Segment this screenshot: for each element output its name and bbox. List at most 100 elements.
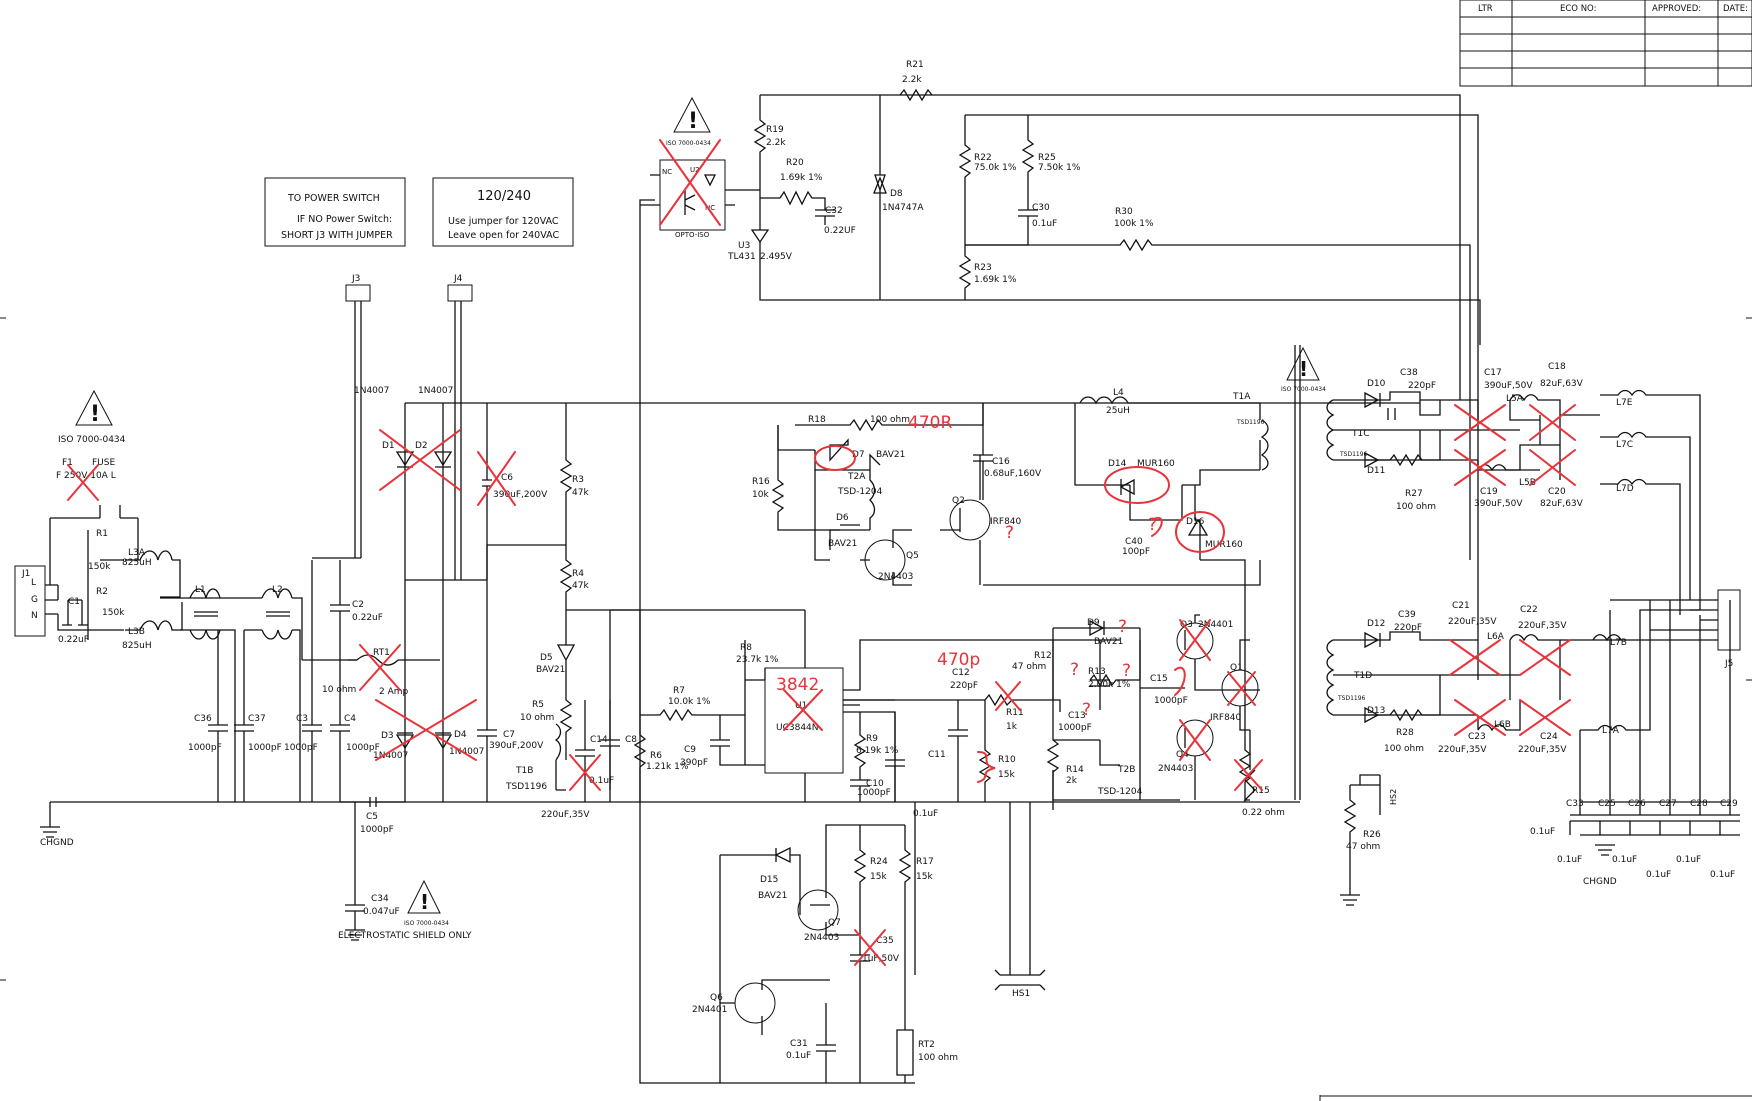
svg-text:390uF,50V: 390uF,50V [1474, 499, 1523, 509]
svg-text:R25: R25 [1038, 153, 1056, 163]
svg-text:J1: J1 [21, 569, 30, 579]
svg-text:?: ? [1070, 660, 1079, 680]
svg-text:L4: L4 [1113, 388, 1124, 398]
svg-text:C17: C17 [1484, 368, 1502, 378]
component-labels: J1 L G N CHGND F1 FUSE F 250V 10A L C1 0… [21, 60, 1738, 1063]
svg-text:C15: C15 [1150, 674, 1168, 684]
svg-text:150k: 150k [88, 562, 111, 572]
svg-text:D11: D11 [1367, 466, 1385, 476]
svg-text:D8: D8 [890, 189, 903, 199]
svg-text:R20: R20 [786, 158, 804, 168]
svg-text:BAV21: BAV21 [536, 665, 565, 675]
svg-text:BAV21: BAV21 [876, 450, 905, 460]
svg-text:C18: C18 [1548, 362, 1566, 372]
svg-text:1000pF: 1000pF [360, 825, 394, 835]
svg-text:D3: D3 [381, 731, 394, 741]
svg-text:L: L [31, 578, 36, 588]
svg-text:MUR160: MUR160 [1205, 540, 1243, 550]
svg-text:C25: C25 [1598, 799, 1616, 809]
svg-text:C24: C24 [1540, 732, 1558, 742]
svg-text:R19: R19 [766, 125, 784, 135]
svg-text:R30: R30 [1115, 207, 1133, 217]
svg-text:U3: U3 [738, 241, 750, 251]
svg-text:SHORT J3 WITH JUMPER: SHORT J3 WITH JUMPER [281, 230, 393, 241]
svg-text:D1: D1 [382, 441, 395, 451]
svg-text:C30: C30 [1032, 203, 1050, 213]
svg-text:IRF840: IRF840 [1210, 713, 1242, 723]
svg-text:470R: 470R [908, 413, 952, 433]
svg-text:6.19k 1%: 6.19k 1% [856, 746, 899, 756]
warning-icon: ! ISO 7000-0434 [404, 879, 449, 927]
svg-text:R17: R17 [916, 857, 934, 867]
svg-text:!: ! [1299, 357, 1308, 381]
svg-text:1N4007: 1N4007 [354, 386, 389, 396]
svg-text:100k 1%: 100k 1% [1114, 219, 1154, 229]
svg-text:L5A: L5A [1506, 394, 1524, 404]
svg-text:C38: C38 [1400, 368, 1418, 378]
svg-text:G: G [31, 595, 38, 605]
svg-text:10k: 10k [752, 490, 769, 500]
svg-text:C28: C28 [1690, 799, 1708, 809]
svg-text:ISO 7000-0434: ISO 7000-0434 [1281, 386, 1326, 393]
ltr-header: LTR [1478, 4, 1493, 14]
svg-text:L6B: L6B [1494, 720, 1511, 730]
svg-text:C4: C4 [344, 714, 356, 724]
svg-text:R26: R26 [1363, 830, 1381, 840]
svg-text:10.0k 1%: 10.0k 1% [668, 697, 711, 707]
svg-text:U1: U1 [795, 701, 807, 711]
svg-text:T1A: T1A [1232, 392, 1251, 402]
svg-text:2k: 2k [1066, 776, 1078, 786]
diode-symbols [395, 176, 1381, 750]
svg-text:220uF,35V: 220uF,35V [541, 810, 590, 820]
warning-icon: ! ISO 7000-0434 [666, 96, 711, 147]
svg-text:C8: C8 [625, 735, 637, 745]
svg-text:C20: C20 [1548, 487, 1566, 497]
svg-text:100pF: 100pF [1122, 547, 1150, 557]
svg-text:T1C: T1C [1351, 429, 1370, 439]
svg-text:C31: C31 [790, 1039, 808, 1049]
svg-text:R14: R14 [1066, 765, 1084, 775]
svg-text:OPTO-ISO: OPTO-ISO [675, 231, 710, 239]
svg-text:Q6: Q6 [710, 993, 723, 1003]
svg-text:D6: D6 [836, 513, 849, 523]
svg-text:C19: C19 [1480, 487, 1498, 497]
svg-text:C14: C14 [590, 735, 608, 745]
approved-header: APPROVED: [1652, 4, 1701, 14]
svg-text:R6: R6 [650, 751, 662, 761]
svg-text:1.69k 1%: 1.69k 1% [780, 173, 823, 183]
svg-text:J3: J3 [351, 274, 360, 284]
svg-text:FUSE: FUSE [92, 458, 115, 468]
svg-text:C5: C5 [366, 812, 378, 822]
svg-text:L3A: L3A [128, 548, 146, 558]
svg-text:2N4401: 2N4401 [1198, 620, 1233, 630]
svg-text:MUR160: MUR160 [1137, 459, 1175, 469]
svg-text:L7E: L7E [1616, 398, 1633, 408]
svg-text:L7D: L7D [1616, 484, 1634, 494]
svg-text:L6A: L6A [1487, 632, 1505, 642]
svg-text:C40: C40 [1125, 537, 1143, 547]
svg-text:0.22 ohm: 0.22 ohm [1242, 808, 1285, 818]
svg-text:R4: R4 [572, 569, 584, 579]
svg-text:C32: C32 [825, 206, 843, 216]
svg-text:2.2k: 2.2k [902, 75, 922, 85]
svg-text:3842: 3842 [776, 675, 819, 695]
svg-text:C7: C7 [503, 730, 515, 740]
svg-text:2.2k: 2.2k [766, 138, 786, 148]
svg-text:R22: R22 [974, 153, 992, 163]
svg-text:HS1: HS1 [1012, 989, 1030, 999]
svg-text:220pF: 220pF [950, 681, 978, 691]
svg-text:?: ? [1082, 700, 1091, 720]
svg-text:C22: C22 [1520, 605, 1538, 615]
svg-text:0.1uF: 0.1uF [1530, 827, 1555, 837]
svg-text:?: ? [1118, 617, 1127, 637]
svg-text:1000pF: 1000pF [346, 743, 380, 753]
svg-text:2.00k 1%: 2.00k 1% [1088, 680, 1131, 690]
svg-text:D10: D10 [1367, 379, 1386, 389]
svg-text:L7B: L7B [1610, 638, 1627, 648]
svg-text:15k: 15k [916, 872, 933, 882]
svg-text:390uF,50V: 390uF,50V [1484, 381, 1533, 391]
svg-text:825uH: 825uH [122, 558, 152, 568]
svg-text:100 ohm: 100 ohm [1384, 744, 1424, 754]
svg-text:NC: NC [705, 204, 715, 212]
svg-text:HS2: HS2 [1389, 789, 1398, 805]
